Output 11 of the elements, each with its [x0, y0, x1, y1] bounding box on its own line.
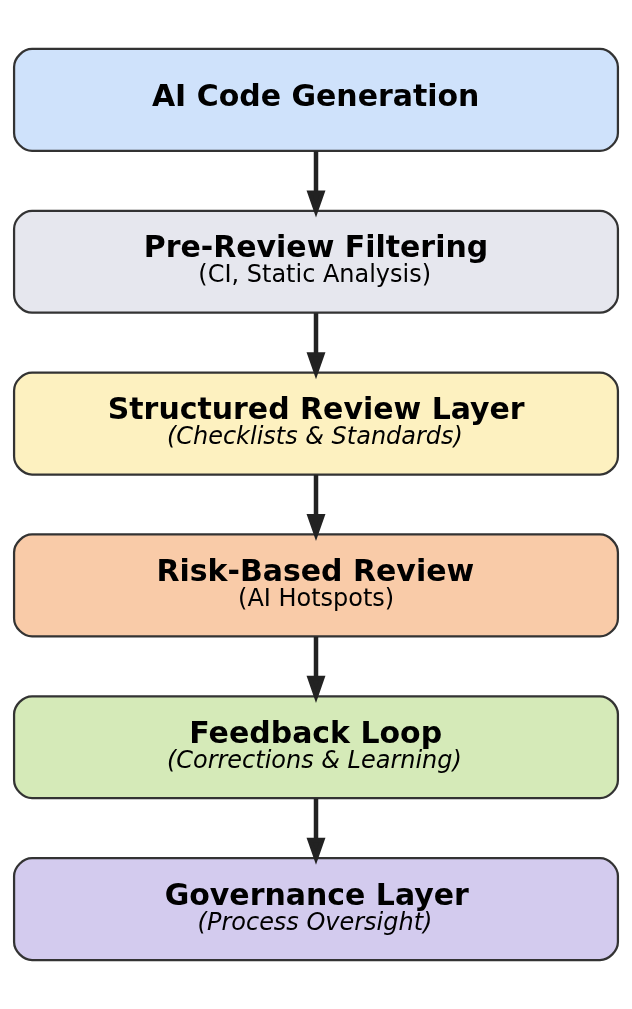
- node-box: Governance Layer (Process Oversight): [12, 857, 620, 962]
- node-box: Feedback Loop (Corrections & Learning): [12, 695, 620, 800]
- arrow: [306, 313, 326, 380]
- node-box: Pre-Review Filtering (CI, Static Analysis): [12, 209, 620, 314]
- arrow: [306, 151, 326, 218]
- node-box: AI Code Generation: [12, 47, 620, 152]
- arrow: [306, 636, 326, 703]
- node-box: Risk-Based Review (AI Hotspots): [12, 533, 620, 638]
- arrow: [306, 474, 326, 542]
- node-box: Structured Review Layer (Checklists & Standards): [12, 371, 620, 476]
- arrow: [306, 798, 326, 865]
